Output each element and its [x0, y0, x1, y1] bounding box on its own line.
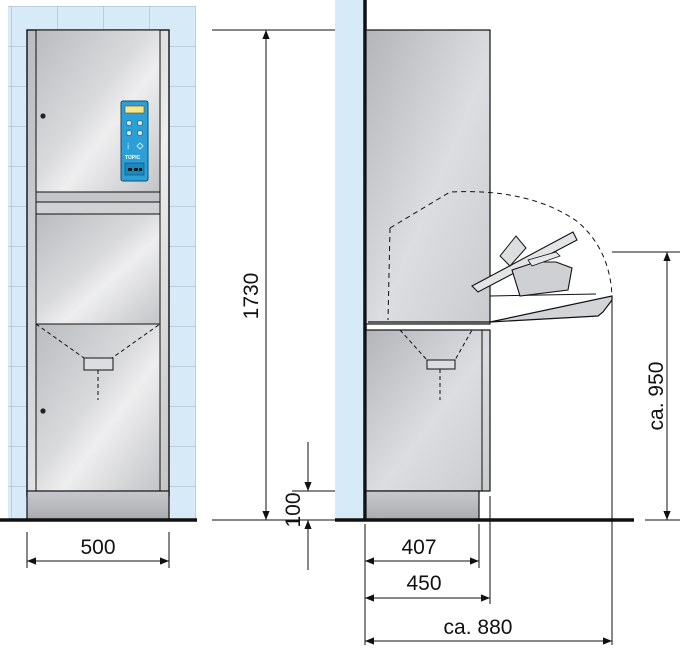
door-lock-upper — [40, 113, 46, 119]
side-upper-body — [365, 29, 491, 325]
bottom-door — [35, 323, 161, 492]
diamond-icon — [136, 142, 144, 150]
width-label: 500 — [80, 536, 115, 559]
panel-button-icon — [137, 120, 143, 126]
side-plinth — [365, 490, 480, 521]
flap-outline-side — [399, 329, 473, 361]
side-view: ca. 950 407 450 ca. 880 — [335, 0, 680, 645]
panel-button-icon — [137, 130, 143, 136]
plinth-front — [26, 490, 170, 521]
door-lock-lower — [40, 408, 46, 414]
height-dimensions: 1730 100 — [212, 29, 350, 570]
open-height-label: ca. 950 — [645, 362, 668, 431]
info-icon: i — [127, 142, 129, 151]
open-depth-label: ca. 880 — [444, 616, 513, 639]
bedpan-holder — [471, 231, 578, 297]
panel-button-icon — [126, 120, 132, 126]
depth-label: 407 — [401, 536, 436, 559]
plinth-height-label: 100 — [282, 492, 305, 527]
side-lower-body — [365, 329, 491, 492]
open-flap — [368, 295, 613, 323]
panel-brand-label: TOPIC — [125, 155, 141, 161]
flap-swing-arc — [389, 191, 613, 297]
depth-with-plinth-label: 450 — [406, 572, 441, 595]
center-panel — [35, 201, 161, 215]
lower-door — [35, 213, 161, 325]
middle-band — [35, 191, 161, 203]
panel-display — [124, 105, 145, 114]
drain-fitting-side — [426, 359, 456, 370]
wall-section — [335, 0, 365, 520]
panel-button-icon — [126, 130, 132, 136]
front-view: i TOPIC 500 — [0, 6, 197, 568]
drain-fitting-front — [83, 357, 114, 371]
height-label: 1730 — [240, 273, 263, 320]
control-panel: i TOPIC — [120, 100, 149, 182]
